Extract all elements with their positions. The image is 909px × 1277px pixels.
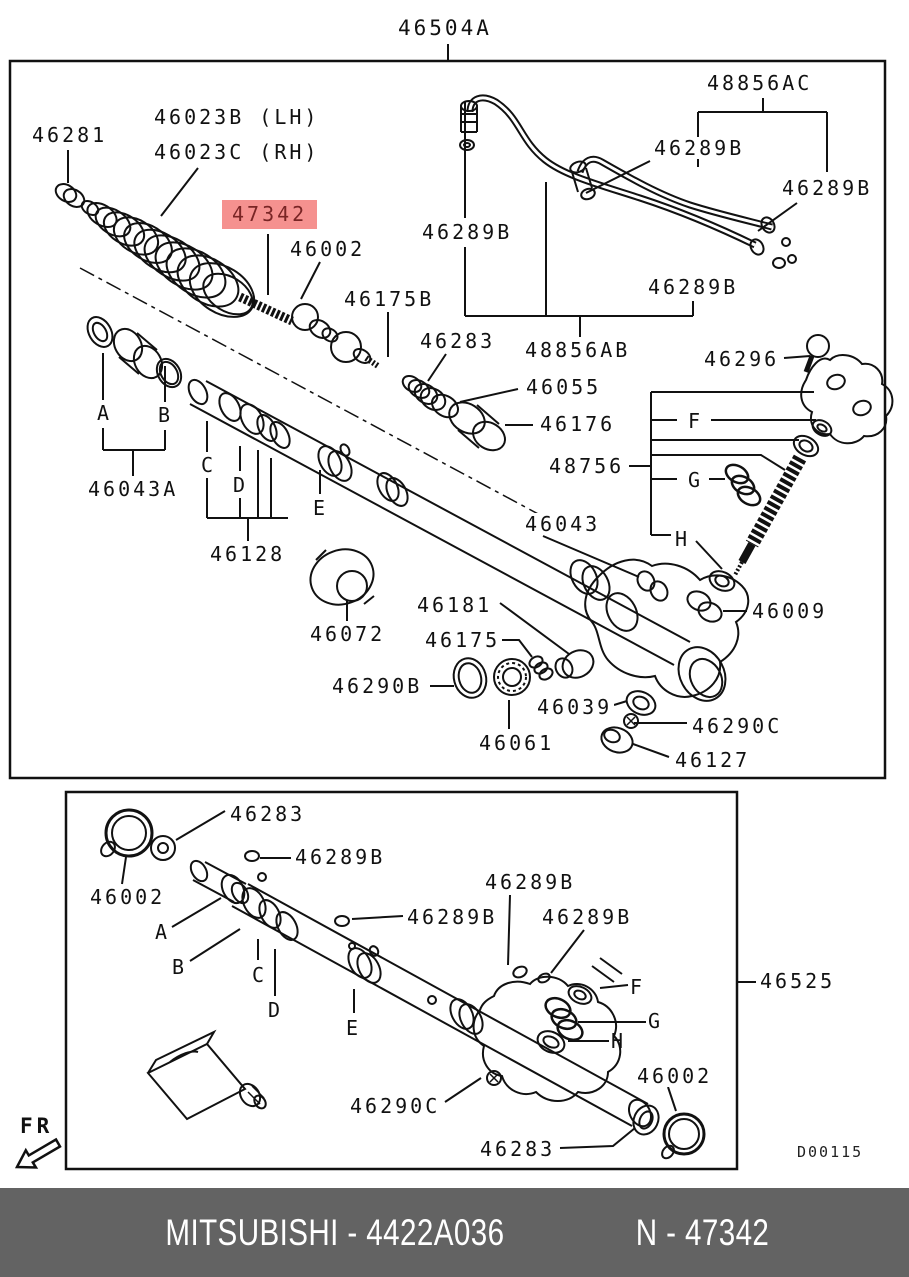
part-label-46072[interactable]: 46072 <box>308 622 388 646</box>
part-label-46061[interactable]: 46061 <box>477 731 557 755</box>
pinion-shaft-drawing <box>708 419 833 592</box>
ref-letter-e: E <box>313 496 329 520</box>
upper-leader-lines <box>67 44 828 758</box>
lower-clamp-46002-drawing <box>100 808 176 861</box>
part-label-46283[interactable]: 46283 <box>228 802 308 826</box>
drawing-code: D00115 <box>797 1143 864 1161</box>
highlighted-part-label-47342[interactable]: 47342 <box>222 200 318 229</box>
assembly-number-label[interactable]: 46504A <box>398 16 492 40</box>
part-label-46289b[interactable]: 46289B <box>780 176 875 200</box>
part-label-46176[interactable]: 46176 <box>538 412 618 436</box>
part-label-46002[interactable]: 46002 <box>88 885 168 909</box>
lower-small-rings-drawing <box>244 850 551 984</box>
part-label-46181[interactable]: 46181 <box>415 593 495 617</box>
ref-letter-e: E <box>346 1016 362 1040</box>
part-label-46128[interactable]: 46128 <box>208 542 288 566</box>
part-label-46289b[interactable]: 46289B <box>483 870 578 894</box>
seal-set-A-B-drawing <box>86 316 183 389</box>
bracket-46296-drawing <box>800 334 894 445</box>
footer-bar: MITSUBISHI - 4422A036 N - 47342 <box>0 1188 909 1277</box>
ref-letter-h: H <box>675 527 691 551</box>
part-label-46283[interactable]: 46283 <box>478 1137 558 1161</box>
part-label-46055[interactable]: 46055 <box>524 375 604 399</box>
ref-letter-g: G <box>688 468 704 492</box>
footer-brand-part: MITSUBISHI - 4422A036 <box>165 1211 505 1253</box>
footer-part-ref: N - 47342 <box>635 1211 770 1253</box>
ref-letter-h: H <box>611 1029 627 1053</box>
ref-letter-b: B <box>172 955 188 979</box>
part-label-46289b[interactable]: 46289B <box>646 275 741 299</box>
lower-rack-drawing <box>189 859 653 1128</box>
pipes-drawing <box>459 94 797 269</box>
part-label-46289b[interactable]: 46289B <box>652 136 747 160</box>
part-label-46289b[interactable]: 46289B <box>420 220 515 244</box>
ref-letter-a: A <box>97 401 113 425</box>
ref-letter-c: C <box>201 453 217 477</box>
part-label-46023c-rh[interactable]: 46023C (RH) <box>152 140 322 164</box>
part-label-46289b[interactable]: 46289B <box>540 905 635 929</box>
ref-letter-f: F <box>630 975 646 999</box>
tie-rod-47342-drawing <box>238 292 339 343</box>
grease-tube-drawing <box>146 1029 267 1121</box>
ref-letter-b: B <box>158 403 174 427</box>
lower-seals-drawing <box>452 649 657 754</box>
small-boot-46283-drawing <box>401 375 447 411</box>
bushing-46176-drawing <box>448 401 506 452</box>
fr-arrow-icon <box>14 1137 62 1169</box>
ref-letter-d: D <box>233 473 249 497</box>
inner-ball-joint-46175B-drawing <box>330 331 380 369</box>
ref-letter-c: C <box>252 963 268 987</box>
part-label-46289b[interactable]: 46289B <box>405 905 500 929</box>
part-label-46043[interactable]: 46043 <box>523 512 603 536</box>
part-label-46525[interactable]: 46525 <box>758 969 838 993</box>
lower-housing-drawing <box>472 957 706 1160</box>
part-label-46002[interactable]: 46002 <box>635 1064 715 1088</box>
part-label-46290c[interactable]: 46290C <box>690 714 785 738</box>
bushing-46072-drawing <box>309 548 375 606</box>
part-label-48756[interactable]: 48756 <box>547 454 627 478</box>
part-label-46023b-lh[interactable]: 46023B (LH) <box>152 105 322 129</box>
part-label-46127[interactable]: 46127 <box>673 748 753 772</box>
ref-letter-f: F <box>688 409 704 433</box>
part-label-46290b[interactable]: 46290B <box>330 674 425 698</box>
part-label-46039[interactable]: 46039 <box>535 695 615 719</box>
part-label-46175[interactable]: 46175 <box>423 628 503 652</box>
boot-drawing <box>80 200 256 318</box>
part-label-46283[interactable]: 46283 <box>418 329 498 353</box>
part-label-48856ab[interactable]: 48856AB <box>523 338 633 362</box>
part-label-46289b[interactable]: 46289B <box>293 845 388 869</box>
snap-ring-46055-drawing <box>430 393 460 419</box>
clamp-46281-drawing <box>54 183 86 208</box>
part-label-46290c[interactable]: 46290C <box>348 1094 443 1118</box>
part-label-48856ac[interactable]: 48856AC <box>705 71 815 95</box>
gear-housing-drawing <box>584 558 750 702</box>
part-label-46002[interactable]: 46002 <box>288 237 368 261</box>
lower-leader-lines <box>121 810 756 1149</box>
ref-letter-g: G <box>648 1009 664 1033</box>
part-label-46281[interactable]: 46281 <box>30 123 110 147</box>
part-label-46175b[interactable]: 46175B <box>342 287 437 311</box>
part-label-46009[interactable]: 46009 <box>750 599 830 623</box>
part-label-46296[interactable]: 46296 <box>702 347 782 371</box>
ref-letter-d: D <box>268 998 284 1022</box>
ref-letter-a: A <box>155 920 171 944</box>
part-label-46043a[interactable]: 46043A <box>86 477 181 501</box>
lower-diagram-box <box>64 790 739 1171</box>
fr-direction-label: FR <box>20 1114 54 1138</box>
